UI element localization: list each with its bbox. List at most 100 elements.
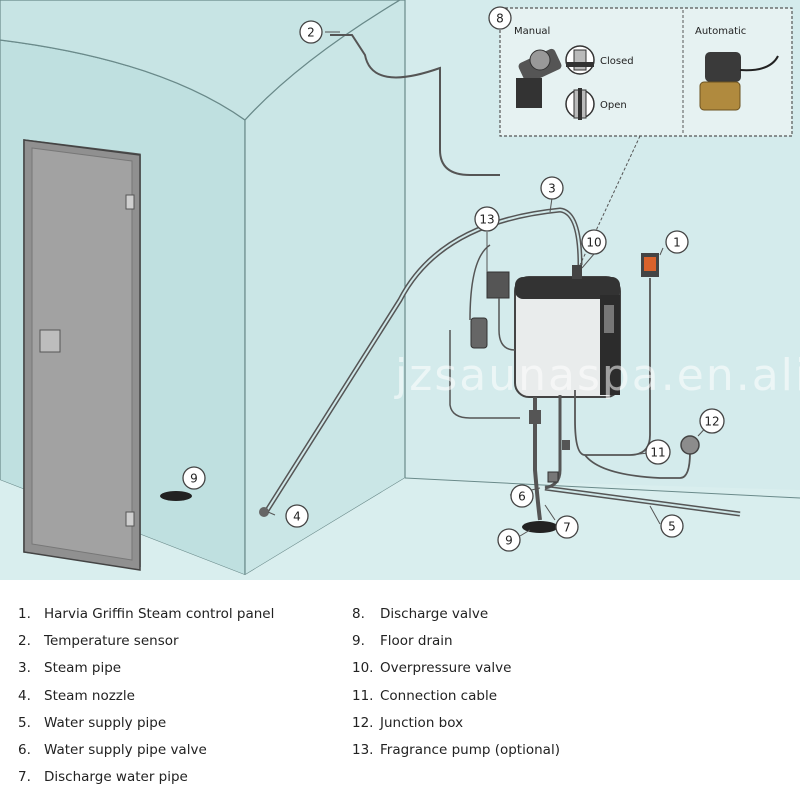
callout-number: 1 [673, 236, 681, 250]
manual-valve-icon [516, 48, 562, 108]
callout-c13: 13 [474, 206, 500, 232]
legend-item: 8.Discharge valve [352, 600, 560, 627]
callout-circle [699, 408, 725, 434]
legend-number: 1. [18, 605, 31, 622]
callout-circle [182, 466, 206, 490]
legend-text: Temperature sensor [44, 632, 179, 649]
steam-room-illustration: Manual Automatic Closed Open [0, 0, 800, 580]
floor-edge [404, 477, 800, 499]
callout-c11: 11 [645, 439, 671, 465]
callout-number: 2 [307, 26, 315, 40]
legend-item: 12.Junction box [352, 709, 560, 736]
legend-item: 11. Connection cable [352, 682, 560, 709]
legend-item: 7. Discharge water pipe [18, 764, 274, 791]
steam-pipe-inner [265, 208, 581, 513]
legend-number: 13. [352, 742, 374, 759]
callout-c2: 2 [299, 20, 323, 44]
callout-number: 9 [505, 534, 513, 548]
callout-c3: 3 [540, 176, 564, 200]
callout-c10: 10 [581, 229, 607, 255]
legend-number: 11. [352, 687, 374, 704]
legend-text: Steam nozzle [44, 687, 135, 704]
overpressure-valve-part [562, 440, 570, 450]
legend-item: 9.Floor drain [352, 627, 560, 654]
discharge-valve-part [529, 410, 541, 424]
legend-text: Fragrance pump (optional) [380, 742, 560, 759]
callout-c7: 7 [555, 515, 579, 539]
fragrance-pump [469, 244, 516, 351]
callout-circle [645, 439, 671, 465]
legend-item: 13. Fragrance pump (optional) [352, 736, 560, 763]
legend-text: Harvia Griffin Steam control panel [44, 605, 275, 622]
callout-circle [299, 20, 323, 44]
sensor-cable [330, 34, 500, 176]
legend: 1. Harvia Griffin Steam control panel 2.Te… [0, 590, 800, 800]
junction-box [680, 435, 700, 455]
door-handle [39, 329, 61, 353]
legend-text: Connection cable [380, 687, 497, 704]
discharge-pipe [533, 397, 542, 521]
back-wall [244, 0, 406, 577]
cable-to-junction [584, 451, 691, 479]
legend-item: 5. Water supply pipe [18, 709, 274, 736]
valve-open-icon [565, 88, 595, 120]
legend-item: 4.Steam nozzle [18, 682, 274, 709]
legend-number: 5. [18, 714, 31, 731]
callout-number: 9 [190, 472, 198, 486]
water-supply-pipe-inner [544, 487, 741, 515]
legend-text: Water supply pipe valve [44, 742, 207, 759]
steam-nozzle [259, 507, 269, 517]
legend-text: Discharge water pipe [44, 769, 188, 786]
callout-number: 13 [479, 213, 494, 227]
legend-item: 1. Harvia Griffin Steam control panel [18, 600, 274, 627]
valve-closed-icon [565, 45, 595, 75]
callout-circle [285, 504, 309, 528]
steam-generator [514, 265, 621, 398]
legend-text: Water supply pipe [44, 714, 167, 731]
cable-to-generator [449, 330, 520, 419]
legend-column-left: 1. Harvia Griffin Steam control panel 2.Te… [18, 600, 274, 791]
floor [0, 478, 800, 580]
callout-number: 7 [563, 521, 571, 535]
callout-c9a: 9 [182, 466, 206, 490]
legend-text: Steam pipe [44, 660, 122, 677]
callout-number: 5 [668, 520, 676, 534]
legend-item: 2.Temperature sensor [18, 627, 274, 654]
connection-cable [574, 278, 651, 456]
legend-text: Floor drain [380, 632, 453, 649]
callout-number: 12 [704, 415, 719, 429]
callout-circle [540, 176, 564, 200]
callout-c9b: 9 [497, 528, 521, 552]
legend-item: 3. Steam pipe [18, 655, 274, 682]
legend-item: 6. Water supply pipe valve [18, 736, 274, 763]
callout-circle [660, 514, 684, 538]
legend-text: Overpressure valve [380, 660, 512, 677]
legend-number: 8. [352, 605, 365, 622]
legend-number: 10. [352, 660, 374, 677]
callout-number: 6 [518, 490, 526, 504]
inset-manual-label: Manual [514, 26, 550, 37]
inset-open-label: Open [600, 100, 627, 111]
callout-number: 4 [293, 510, 301, 524]
callout-circle [555, 515, 579, 539]
callout-circle [665, 230, 689, 254]
callout-number: 10 [586, 236, 601, 250]
callout-number: 11 [650, 446, 665, 460]
legend-number: 3. [18, 660, 31, 677]
legend-number: 7. [18, 769, 31, 786]
valve-inset: Manual Automatic Closed Open [499, 7, 793, 266]
floor-drain-inside [160, 491, 192, 501]
legend-item: 10. Overpressure valve [352, 655, 560, 682]
callout-c5: 5 [660, 514, 684, 538]
callout-c1: 1 [665, 230, 689, 254]
callout-c6: 6 [510, 484, 534, 508]
door-hinge-top [125, 194, 135, 210]
legend-number: 6. [18, 742, 31, 759]
callout-c12: 12 [699, 408, 725, 434]
callout-circle [510, 484, 534, 508]
control-panel-display [644, 257, 656, 271]
legend-number: 12. [352, 714, 374, 731]
